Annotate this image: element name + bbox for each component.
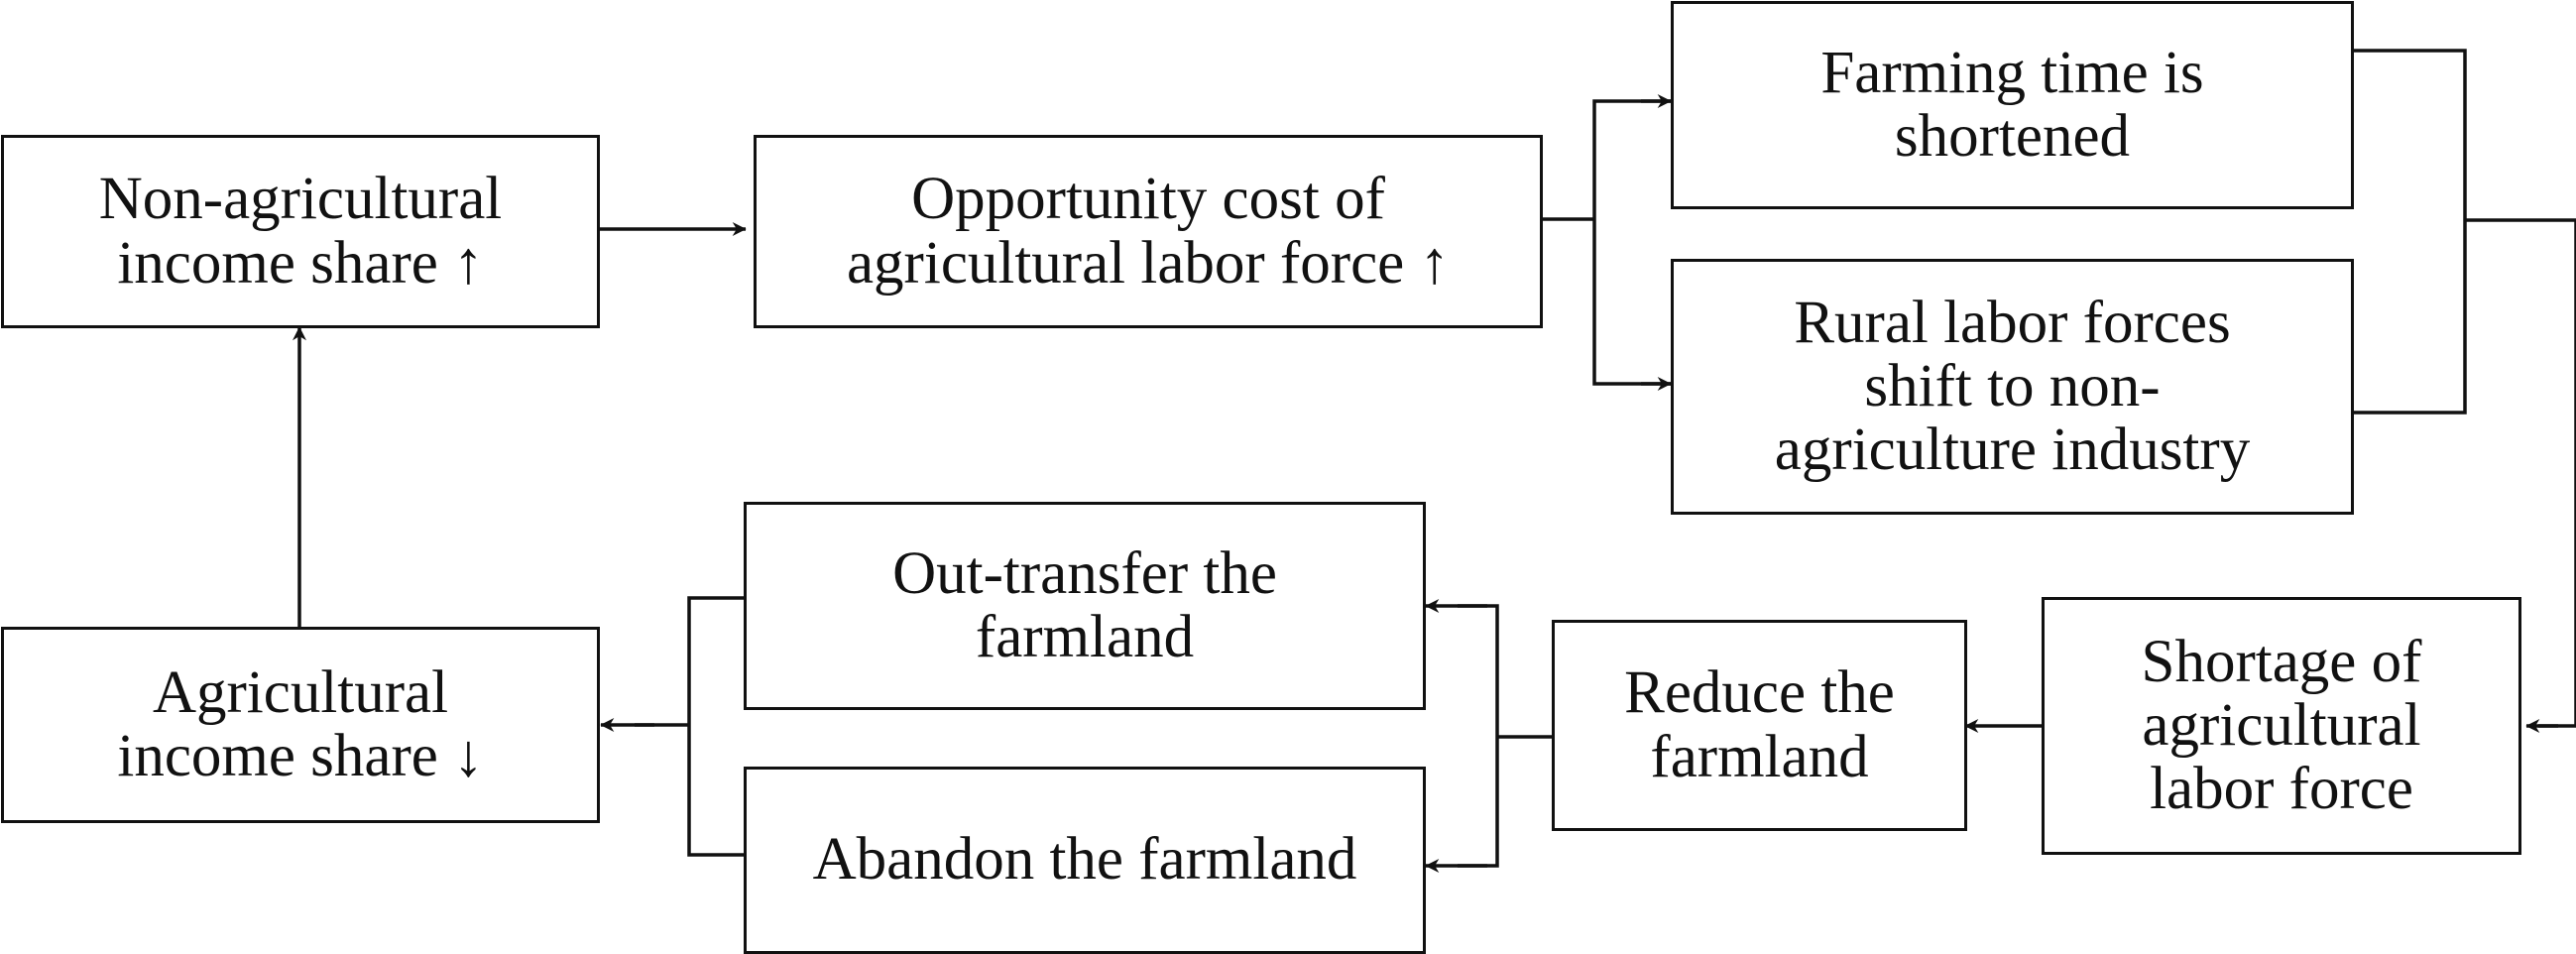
node-non-ag-income-share: Non-agricultural income share ↑: [1, 135, 600, 328]
node-label: Abandon the farmland: [812, 826, 1357, 894]
node-labor-shift: Rural labor forces shift to non- agricul…: [1671, 259, 2354, 515]
node-label: Opportunity cost of agricultural labor f…: [846, 166, 1450, 297]
node-label: Reduce the farmland: [1624, 659, 1895, 790]
node-label: Rural labor forces shift to non- agricul…: [1774, 289, 2251, 484]
node-label: Shortage of agricultural labor force: [2141, 628, 2422, 823]
node-farming-time: Farming time is shortened: [1671, 1, 2354, 209]
node-label: Non-agricultural income share ↑: [98, 166, 503, 297]
node-label: Farming time is shortened: [1820, 39, 2204, 170]
node-reduce-farmland: Reduce the farmland: [1552, 620, 1967, 831]
node-opportunity-cost: Opportunity cost of agricultural labor f…: [754, 135, 1543, 328]
node-label: Agricultural income share ↓: [117, 658, 484, 789]
node-ag-income-share: Agricultural income share ↓: [1, 627, 600, 823]
connector-reduce-split: [1458, 604, 1552, 868]
node-label: Out-transfer the farmland: [892, 539, 1277, 670]
connector-opportunity-split: [1543, 99, 1671, 386]
node-out-transfer: Out-transfer the farmland: [744, 502, 1426, 710]
node-abandon: Abandon the farmland: [744, 767, 1426, 954]
node-labor-shortage: Shortage of agricultural labor force: [2042, 597, 2521, 855]
